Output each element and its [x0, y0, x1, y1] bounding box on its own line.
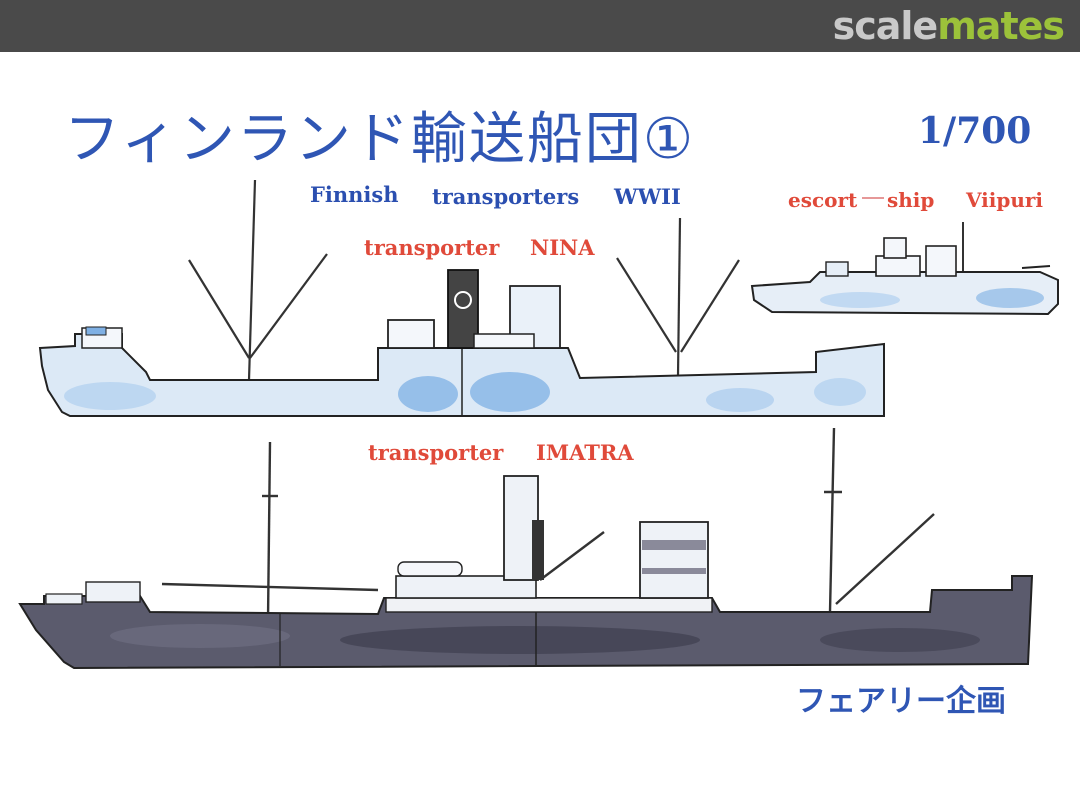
subtitle-word-transporters: transporters — [432, 184, 580, 209]
ship-nina — [38, 179, 885, 417]
title-japanese: フィンランド輸送船団① — [64, 107, 696, 172]
maker-name: フェアリー企画 — [796, 684, 1006, 719]
subtitle-word-finnish: Finnish — [310, 182, 399, 207]
logo-scale: scale — [832, 4, 939, 48]
escort-word-ship: ship — [887, 188, 935, 212]
escort-word-escort: escort — [788, 188, 858, 212]
imatra-word-transporter: transporter — [368, 440, 504, 465]
imatra-word-name: IMATRA — [536, 440, 634, 465]
scale-label: 1/700 — [918, 110, 1032, 152]
nina-word-transporter: transporter — [364, 235, 500, 260]
ship-viipuri — [750, 222, 1059, 316]
scalemates-logo[interactable]: scalemates — [832, 4, 1065, 48]
nina-word-name: NINA — [530, 235, 595, 260]
top-bar: scalemates — [0, 0, 1080, 52]
subtitle-word-wwii: WWII — [614, 184, 681, 209]
escort-word-viipuri: Viipuri — [966, 188, 1044, 212]
logo-mates: mates — [937, 4, 1065, 48]
ship-imatra — [18, 427, 1034, 670]
